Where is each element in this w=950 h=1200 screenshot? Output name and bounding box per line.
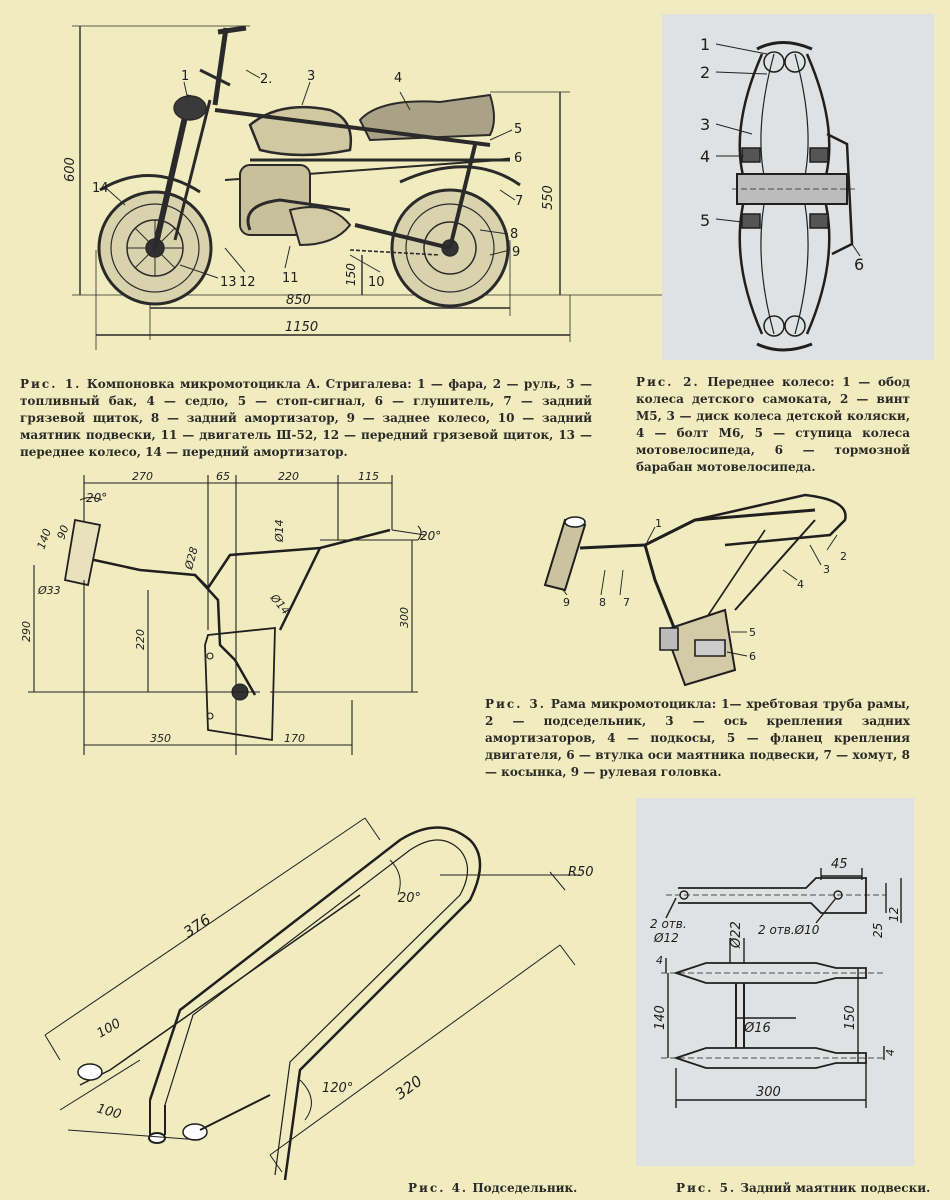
- fig1-callout-11: 11: [282, 271, 299, 286]
- figure5-panel: [636, 798, 914, 1166]
- figure2-caption: Рис. 2. Переднее колесо: 1 — обод колеса…: [636, 374, 910, 476]
- figure5-drawing: 45 2 отв. Ø12 2 отв.Ø10 12 25 Ø22 4 140 …: [650, 857, 914, 1166]
- fig3-dim-350: 350: [150, 732, 171, 745]
- figure3-caption: Рис. 3. Рама микромотоцикла: 1— хребтова…: [485, 696, 910, 781]
- fig4-dim-320: 320: [392, 1072, 426, 1103]
- fig2-callout-4: 4: [700, 147, 710, 166]
- figure4-drawing: 376 20° R50 100 100 120° 320: [20, 800, 594, 1180]
- fig5-dim-25: 25: [871, 923, 885, 938]
- figure5-caption-title: Задний маятник подвески.: [740, 1181, 931, 1195]
- fig3-angle-20-right: 20°: [420, 529, 441, 543]
- figure3-caption-title: Рама микромотоцикла:: [550, 697, 717, 711]
- fig3-dim-90: 90: [55, 523, 72, 541]
- fig3-dim-140: 140: [35, 527, 54, 551]
- fig3-callout-2: 2: [840, 550, 847, 563]
- figure4-caption: Рис. 4. Подседельник.: [408, 1180, 628, 1197]
- figure1-caption-prefix: Рис. 1.: [20, 377, 82, 391]
- fig1-callout-7: 7: [515, 194, 523, 209]
- fig1-callout-6: 6: [514, 151, 522, 166]
- fig3-callout-9: 9: [563, 596, 570, 609]
- fig4-angle-120: 120°: [322, 1081, 353, 1096]
- fig5-dim-d12: Ø12: [653, 931, 679, 945]
- fig1-callout-4: 4: [394, 71, 402, 86]
- fig1-callout-9: 9: [512, 245, 520, 260]
- fig5-dim-4-bot: 4: [884, 1049, 897, 1056]
- fig3-dim-300: 300: [398, 607, 411, 628]
- fig5-dim-4-top: 4: [656, 954, 663, 967]
- figure1-caption-body: 1 — фара, 2 — руль, 3 — топливный бак, 4…: [20, 377, 592, 459]
- fig3-callout-5: 5: [749, 626, 756, 639]
- fig1-callout-3: 3: [307, 69, 315, 84]
- fig1-callout-5: 5: [514, 122, 522, 137]
- fig5-holes-left: 2 отв.: [650, 917, 687, 931]
- fig5-dim-d16: Ø16: [743, 1021, 771, 1036]
- figure1-caption: Рис. 1. Компоновка микромотоцикла А. Стр…: [20, 376, 592, 461]
- fig1-dim-150: 150: [344, 263, 358, 286]
- fig3-dim-290: 290: [20, 621, 33, 642]
- fig1-callout-13: 13: [220, 275, 237, 290]
- fig1-dim-850: 850: [286, 293, 311, 308]
- fig1-dim-1150: 1150: [285, 320, 318, 335]
- figure5-caption-prefix: Рис. 5.: [676, 1181, 737, 1195]
- fig1-callout-12: 12: [239, 275, 256, 290]
- fig1-dim-600: 600: [63, 157, 78, 182]
- fig5-holes-right: 2 отв.Ø10: [758, 923, 820, 937]
- figure3-iso-drawing: 1 2 3 4 5 6 7 8 9: [535, 490, 847, 690]
- fig5-dim-300: 300: [756, 1085, 781, 1100]
- fig1-callout-1: 1: [181, 69, 189, 84]
- fig3-callout-7: 7: [623, 596, 630, 609]
- fig5-dim-150: 150: [843, 1005, 858, 1030]
- fig3-dim-170: 170: [284, 732, 305, 745]
- fig5-dim-d22: Ø22: [729, 921, 744, 949]
- figure1-drawing: 1 2. 3 4 5 6 7 8 9 10 11 12 13 14 600 55…: [63, 10, 670, 370]
- figure2-drawing: 1 2 3 4 5 6: [700, 35, 864, 360]
- fig2-callout-3: 3: [700, 115, 710, 134]
- fig4-dim-100-b: 100: [95, 1101, 123, 1122]
- fig2-callout-2: 2: [700, 63, 710, 82]
- fig1-callout-14: 14: [92, 181, 109, 196]
- figure2-caption-body: 1 — обод колеса детского самоката, 2 — в…: [636, 375, 910, 474]
- fig3-callout-1: 1: [655, 517, 662, 530]
- fig3-callout-8: 8: [599, 596, 606, 609]
- fig2-callout-6: 6: [854, 255, 864, 274]
- figure4-caption-title: Подседельник.: [472, 1181, 578, 1195]
- fig5-dim-12: 12: [887, 907, 901, 922]
- fig3-dim-270: 270: [132, 470, 153, 483]
- figure2-caption-prefix: Рис. 2.: [636, 375, 700, 389]
- figure3-caption-body: 1— хребтовая труба рамы, 2 — подседельни…: [485, 697, 910, 779]
- figure1-caption-title: Компоновка микромотоцикла А. Стригалева:: [86, 377, 412, 391]
- fig4-dim-100-a: 100: [95, 1016, 124, 1041]
- fig3-dim-220: 220: [134, 629, 147, 650]
- fig1-callout-2: 2.: [260, 72, 272, 87]
- figure3-dim-drawing: 270 65 220 115 20° 20° 140 90 Ø33 Ø28 Ø1…: [20, 470, 441, 770]
- fig1-dim-550: 550: [541, 185, 556, 210]
- fig3-dim-220-top: 220: [278, 470, 299, 483]
- figure5-caption: Рис. 5. Задний маятник подвески.: [676, 1180, 946, 1197]
- fig3-dim-d28: Ø28: [182, 546, 201, 572]
- fig3-dim-d14-a: Ø14: [273, 519, 286, 543]
- fig4-dim-376: 376: [180, 910, 214, 941]
- fig4-dim-r50: R50: [568, 865, 594, 880]
- fig1-callout-10: 10: [368, 275, 385, 290]
- fig3-dim-65: 65: [216, 470, 230, 483]
- fig5-dim-140: 140: [653, 1005, 668, 1030]
- figure4-caption-prefix: Рис. 4.: [408, 1181, 469, 1195]
- fig3-callout-4: 4: [797, 578, 804, 591]
- fig3-callout-3: 3: [823, 563, 830, 576]
- fig3-angle-20-left: 20°: [86, 491, 107, 505]
- fig1-callout-8: 8: [510, 227, 518, 242]
- fig2-callout-1: 1: [700, 35, 710, 54]
- fig5-dim-45: 45: [831, 857, 848, 872]
- fig3-dim-d33: Ø33: [37, 584, 61, 597]
- fig2-callout-5: 5: [700, 211, 710, 230]
- fig3-callout-6: 6: [749, 650, 756, 663]
- figure2-caption-title: Переднее колесо:: [707, 375, 835, 389]
- fig3-dim-115: 115: [358, 470, 379, 483]
- fig4-angle-20: 20°: [398, 891, 421, 906]
- figure3-caption-prefix: Рис. 3.: [485, 697, 546, 711]
